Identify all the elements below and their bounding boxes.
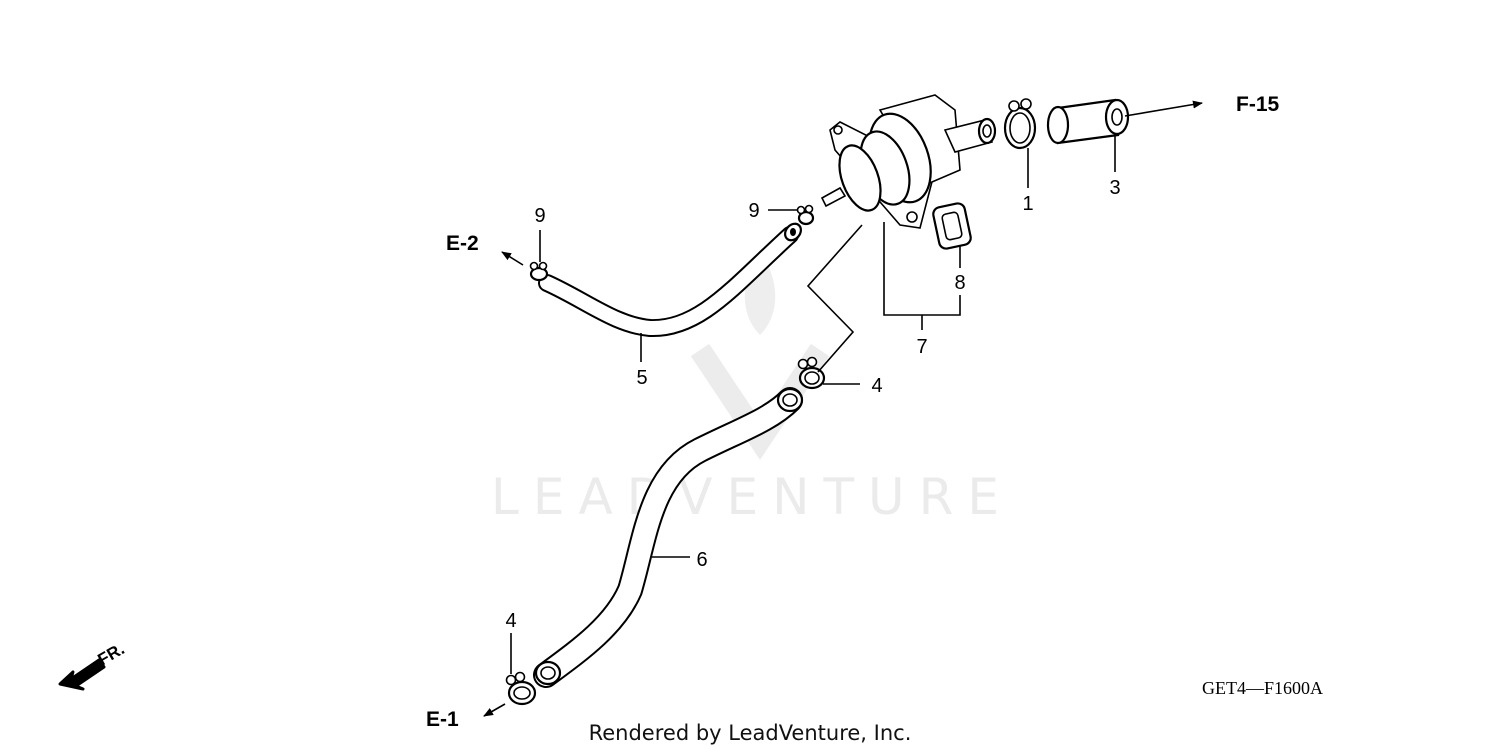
clip-9-mid (796, 204, 815, 226)
clamp-4-upper (797, 356, 826, 390)
callout-8: 8 (954, 272, 965, 294)
pipe-3 (1046, 98, 1130, 145)
callout-1: 1 (1022, 193, 1033, 215)
credit-text: Rendered by LeadVenture, Inc. (589, 721, 912, 745)
clamp-4-lower (505, 671, 537, 706)
callout-7: 7 (916, 336, 927, 358)
grommet-8 (932, 202, 972, 250)
callout-9-mid: 9 (748, 200, 759, 222)
callout-4-lower: 4 (505, 610, 516, 632)
callout-9-left: 9 (534, 205, 545, 227)
callout-4-upper: 4 (871, 375, 882, 397)
callout-6: 6 (696, 549, 707, 571)
ref-f15: F-15 (1236, 93, 1280, 116)
ref-e2: E-2 (446, 232, 479, 255)
ref-e1: E-1 (426, 708, 459, 731)
air-valve-body (820, 94, 997, 229)
hose-6 (533, 387, 804, 688)
leader-lines (510, 133, 1116, 674)
o-ring-1 (1003, 98, 1037, 150)
diagram-code: GET4—F1600A (1202, 678, 1323, 698)
callout-3: 3 (1109, 177, 1120, 199)
watermark-text: LEADVENTURE (491, 468, 1013, 526)
callout-5: 5 (636, 367, 647, 389)
front-arrow-icon (58, 658, 106, 691)
hose-5 (538, 222, 802, 338)
clip-9-left (529, 261, 549, 282)
reference-arrows (483, 100, 1203, 717)
